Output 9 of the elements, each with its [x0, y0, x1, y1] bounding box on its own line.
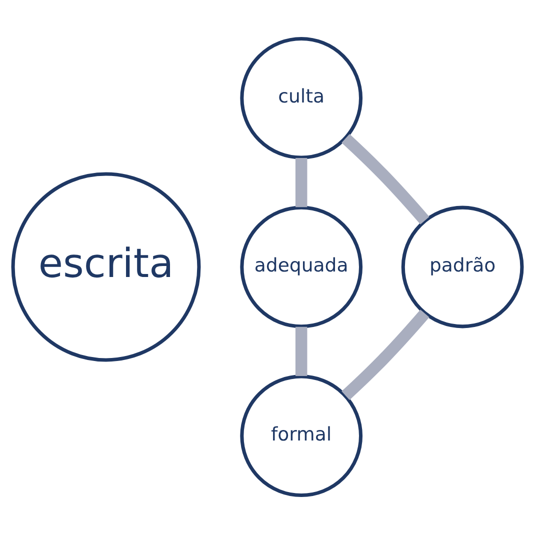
node-circle: padrão	[401, 206, 524, 328]
node-circle: adequada	[240, 206, 363, 328]
connector	[295, 158, 308, 208]
connector	[342, 310, 430, 400]
connector	[342, 134, 430, 224]
node-circle: culta	[240, 36, 363, 160]
node-circle: escrita	[11, 172, 201, 362]
connector	[295, 326, 308, 376]
node-circle: formal	[240, 374, 363, 498]
